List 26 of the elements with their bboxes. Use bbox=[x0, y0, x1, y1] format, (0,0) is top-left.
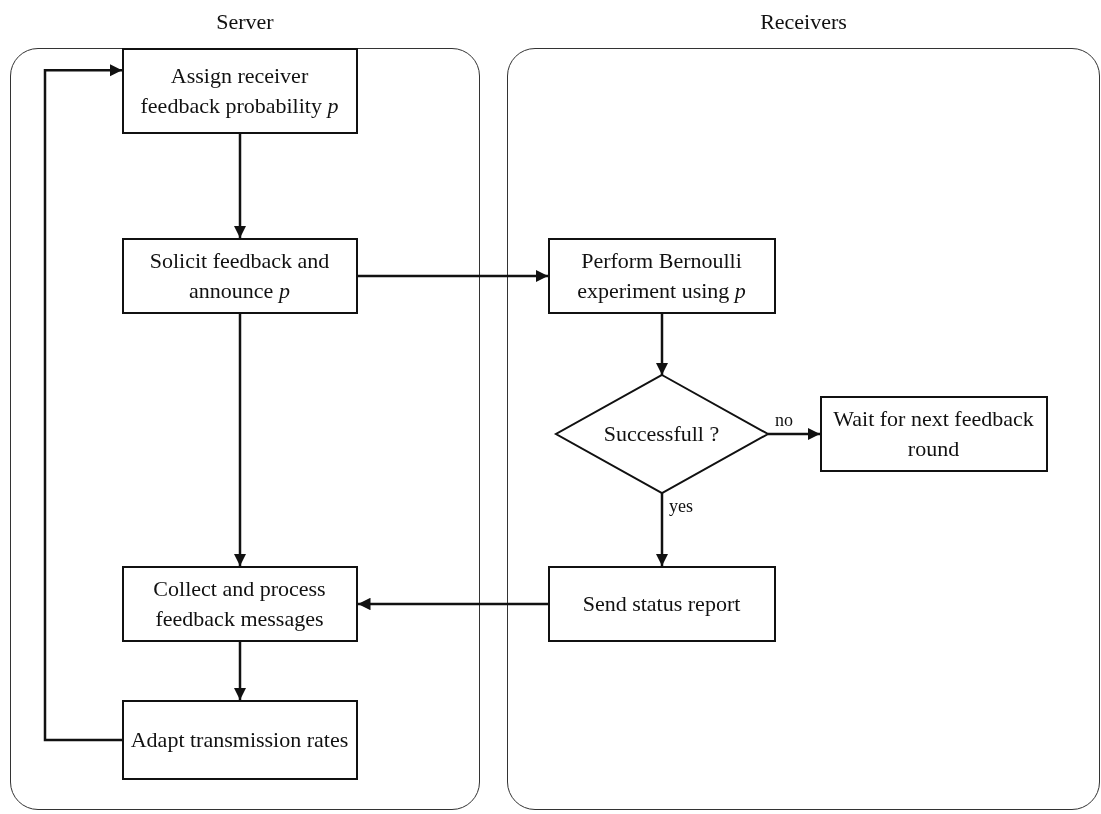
arrow bbox=[233, 314, 247, 566]
process-box bbox=[819, 395, 1048, 472]
arrow bbox=[358, 269, 548, 283]
process-box bbox=[121, 237, 358, 314]
process-box bbox=[121, 47, 358, 134]
arrow bbox=[655, 314, 669, 375]
box-label: Adapt transmission rates bbox=[130, 725, 349, 754]
box-label: Assign receiver feedback probability p bbox=[139, 61, 340, 120]
process-box bbox=[547, 565, 776, 642]
process-box bbox=[121, 699, 358, 780]
arrow bbox=[358, 597, 548, 611]
decision-label: Successfull ? bbox=[603, 420, 720, 447]
lane-heading: Receivers bbox=[759, 9, 848, 35]
process-box bbox=[547, 237, 776, 314]
box-label: Perform Bernoulli experiment using p bbox=[576, 246, 747, 305]
box-label: Collect and process feedback messages bbox=[152, 574, 327, 633]
box-label: Wait for next feedback round bbox=[832, 404, 1035, 463]
arrow bbox=[43, 64, 122, 742]
box-label: Send status report bbox=[582, 589, 741, 618]
lane-heading: Server bbox=[215, 9, 275, 35]
arrow bbox=[233, 134, 247, 238]
process-box bbox=[121, 565, 358, 642]
arrow bbox=[233, 642, 247, 700]
arrow bbox=[768, 427, 820, 441]
box-label: Solicit feedback and announce p bbox=[148, 246, 331, 305]
arrow bbox=[655, 493, 669, 566]
